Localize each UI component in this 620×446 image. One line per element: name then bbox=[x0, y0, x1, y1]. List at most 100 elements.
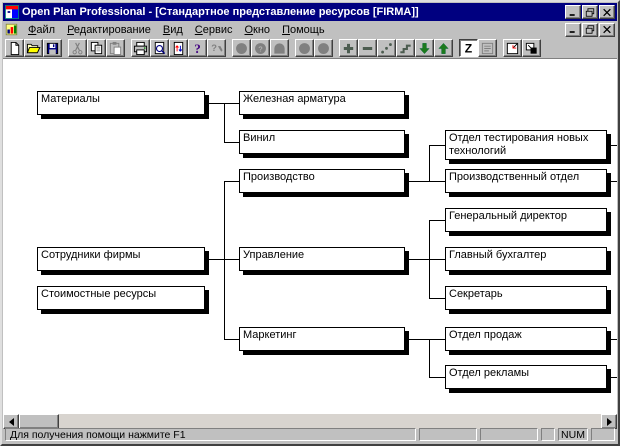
menu-item-2[interactable]: Вид bbox=[162, 23, 183, 36]
menu-item-1[interactable]: Редактирование bbox=[67, 23, 151, 36]
resource-node[interactable]: Маркетинг bbox=[239, 327, 405, 351]
tree-connector bbox=[429, 145, 430, 181]
link-nodes-icon bbox=[381, 42, 392, 53]
resource-node[interactable]: Стоимостные ресурсы bbox=[37, 286, 205, 310]
zoom-mode-button[interactable]: Z bbox=[459, 39, 478, 57]
cascade-window-icon bbox=[525, 42, 537, 54]
menu-item-3[interactable]: Сервис bbox=[194, 23, 233, 36]
tree-connector bbox=[224, 339, 239, 340]
tree-connector bbox=[611, 339, 617, 340]
resource-circle-a-button bbox=[295, 39, 314, 57]
resource-node[interactable]: Производственный отдел bbox=[445, 169, 607, 193]
svg-text:?: ? bbox=[258, 44, 262, 53]
tree-connector bbox=[429, 377, 445, 378]
move-up-icon bbox=[438, 42, 449, 54]
restore-button[interactable] bbox=[582, 5, 598, 19]
toolbar-group: ?? bbox=[131, 39, 226, 57]
tree-connector bbox=[205, 259, 239, 260]
outline-level-button[interactable] bbox=[396, 39, 415, 57]
resource-node[interactable]: Производство bbox=[239, 169, 405, 193]
move-up-button[interactable] bbox=[434, 39, 453, 57]
app-icon[interactable] bbox=[5, 5, 19, 19]
toolbar-group bbox=[5, 39, 62, 57]
cut-button bbox=[68, 39, 87, 57]
exchange-data-button[interactable] bbox=[169, 39, 188, 57]
close-icon bbox=[603, 25, 611, 34]
resource-node[interactable]: Железная арматура bbox=[239, 91, 405, 115]
notes-page-button bbox=[478, 39, 497, 57]
resource-node[interactable]: Генеральный директор bbox=[445, 208, 607, 232]
new-document-icon bbox=[10, 41, 20, 55]
child-close-button[interactable] bbox=[599, 22, 615, 37]
scroll-right-button[interactable] bbox=[601, 414, 617, 429]
arrow-right-icon bbox=[606, 417, 616, 426]
tree-connector bbox=[224, 142, 239, 143]
resource-circle-a-icon bbox=[299, 42, 310, 54]
new-document-button[interactable] bbox=[5, 39, 24, 57]
zoom-mode-icon: Z bbox=[465, 41, 473, 55]
resource-node[interactable]: Сотрудники фирмы bbox=[37, 247, 205, 271]
toolbar-group: ? bbox=[232, 39, 289, 57]
help-button[interactable]: ? bbox=[188, 39, 207, 57]
move-down-icon bbox=[419, 42, 430, 54]
link-nodes-button[interactable] bbox=[377, 39, 396, 57]
save-icon bbox=[46, 42, 59, 54]
menu-item-5[interactable]: Помощь bbox=[282, 23, 325, 36]
toolbar: ??? Z bbox=[3, 38, 617, 58]
save-button[interactable] bbox=[43, 39, 62, 57]
remove-node-button[interactable] bbox=[358, 39, 377, 57]
resource-node[interactable]: Отдел рекламы bbox=[445, 365, 607, 389]
status-panel bbox=[591, 428, 615, 441]
minimize-icon bbox=[569, 13, 575, 16]
open-file-button[interactable] bbox=[24, 39, 43, 57]
menu-item-0[interactable]: Файл bbox=[28, 23, 56, 36]
resource-circle-button bbox=[232, 39, 251, 57]
print-preview-icon bbox=[154, 41, 166, 54]
svg-text:Z: Z bbox=[465, 41, 473, 55]
tree-connector bbox=[611, 145, 617, 146]
toolbar-group bbox=[339, 39, 453, 57]
menu-item-4[interactable]: Окно bbox=[244, 23, 271, 36]
status-bar: Для получения помощи нажмите F1 NUM bbox=[3, 427, 617, 442]
move-down-button[interactable] bbox=[415, 39, 434, 57]
menu-bar: Файл Редактирование Вид Сервис Окно Помощь bbox=[3, 22, 617, 37]
child-minimize-button[interactable] bbox=[565, 22, 581, 37]
tree-connector bbox=[224, 181, 225, 339]
split-window-button[interactable] bbox=[503, 39, 522, 57]
resource-node[interactable]: Управление bbox=[239, 247, 405, 271]
add-node-icon bbox=[343, 43, 354, 53]
tree-connector bbox=[429, 220, 445, 221]
resource-node[interactable]: Отдел тестирования новых технологий bbox=[445, 130, 607, 160]
svg-text:?: ? bbox=[194, 41, 201, 56]
close-button[interactable] bbox=[599, 5, 615, 19]
paste-button bbox=[106, 39, 125, 57]
add-node-button[interactable] bbox=[339, 39, 358, 57]
resource-circle-b-button bbox=[314, 39, 333, 57]
status-panel bbox=[419, 428, 477, 441]
print-preview-button[interactable] bbox=[150, 39, 169, 57]
minimize-icon bbox=[569, 31, 575, 33]
restore-icon bbox=[585, 7, 595, 17]
resource-node[interactable]: Винил bbox=[239, 130, 405, 154]
minimize-button[interactable] bbox=[565, 5, 581, 19]
document-icon[interactable] bbox=[5, 23, 18, 36]
context-help-button: ? bbox=[207, 39, 226, 57]
resource-node[interactable]: Главный бухгалтер bbox=[445, 247, 607, 271]
resource-node[interactable]: Материалы bbox=[37, 91, 205, 115]
resource-circle-b-icon bbox=[318, 42, 329, 54]
paste-icon bbox=[109, 41, 122, 55]
cascade-window-button[interactable] bbox=[522, 39, 541, 57]
split-window-icon bbox=[506, 42, 519, 54]
resource-arch-button bbox=[270, 39, 289, 57]
resource-node[interactable]: Отдел продаж bbox=[445, 327, 607, 351]
toolbar-group bbox=[295, 39, 333, 57]
context-help-icon: ? bbox=[211, 42, 223, 52]
copy-button[interactable] bbox=[87, 39, 106, 57]
resource-node[interactable]: Секретарь bbox=[445, 286, 607, 310]
print-button[interactable] bbox=[131, 39, 150, 57]
child-restore-button[interactable] bbox=[582, 22, 598, 37]
tree-connector bbox=[429, 298, 445, 299]
restore-icon bbox=[585, 25, 595, 34]
